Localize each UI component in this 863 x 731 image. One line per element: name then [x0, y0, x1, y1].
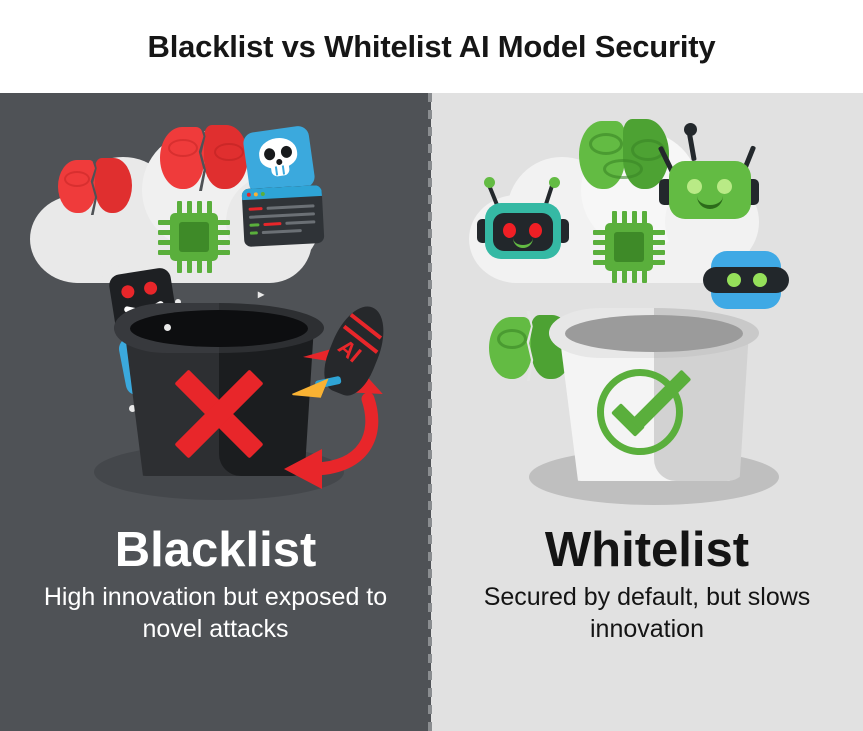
whitelist-heading: Whitelist — [544, 523, 750, 577]
cracked-red-brain-icon — [160, 121, 248, 191]
spark-dot — [129, 405, 136, 412]
whitelist-caption: Whitelist Secured by default, but slows … — [431, 523, 863, 645]
check-mark-icon — [597, 369, 683, 455]
title-bar: Blacklist vs Whitelist AI Model Security — [0, 0, 863, 93]
check-stroke — [597, 369, 707, 459]
cracked-red-brain-icon — [58, 155, 132, 215]
code-terminal-window-icon — [241, 184, 325, 248]
blacklist-illustration: < > < ← ▸ — [0, 93, 431, 523]
curved-red-arrow-icon — [284, 393, 379, 489]
page-title: Blacklist vs Whitelist AI Model Security — [147, 28, 716, 64]
black-trash-bin — [94, 298, 344, 500]
panel-divider — [428, 93, 432, 731]
comparison-panels: < > < ← ▸ — [0, 93, 863, 731]
green-chip-icon — [593, 211, 665, 283]
teal-robot-icon — [473, 177, 583, 267]
blue-robot-visor-icon — [703, 245, 789, 317]
panel-whitelist: Whitelist Secured by default, but slows … — [431, 93, 863, 731]
green-chip-icon — [158, 201, 230, 273]
spark-dot — [175, 299, 181, 305]
panel-blacklist: < > < ← ▸ — [0, 93, 431, 731]
whitelist-illustration — [431, 93, 863, 523]
green-robot-icon — [653, 123, 773, 227]
caret-glyph: ▸ — [258, 287, 265, 301]
x-mark-icon — [166, 369, 272, 459]
blacklist-caption: Blacklist High innovation but exposed to… — [0, 523, 431, 645]
skull-tile-icon — [242, 124, 316, 196]
whitelist-subtitle: Secured by default, but slows innovation — [483, 583, 811, 643]
white-approved-bin — [529, 303, 779, 505]
blacklist-subtitle: High innovation but exposed to novel att… — [43, 583, 388, 643]
blacklist-heading: Blacklist — [114, 523, 317, 577]
